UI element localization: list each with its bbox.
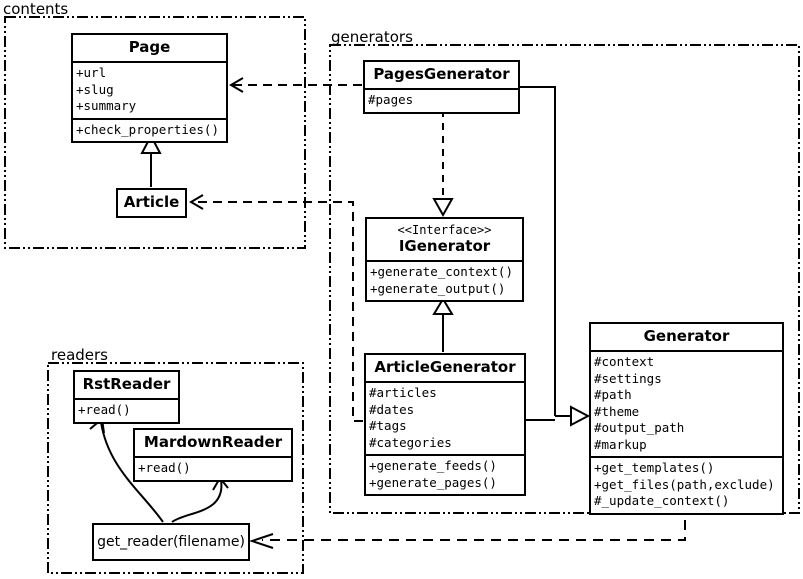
dependency-arrow-pagesgenerator-page xyxy=(229,77,362,93)
class-igenerator-header: <<Interface>> IGenerator xyxy=(367,219,522,260)
package-readers-frame xyxy=(47,362,304,574)
class-igenerator-stereotype: <<Interface>> xyxy=(397,223,492,237)
class-rstreader-title: RstReader xyxy=(82,375,171,393)
call-arrow-getreader-mardownreader xyxy=(171,476,229,523)
class-mardownreader-title: MardownReader xyxy=(143,433,283,451)
attr-row: +url xyxy=(76,65,107,80)
attr-row: #theme xyxy=(594,403,640,419)
method-row: +read() xyxy=(138,460,191,475)
class-rstreader-methods: +read() xyxy=(75,398,178,422)
method-row: +get_files(path,exclude) xyxy=(594,476,775,492)
package-contents-frame xyxy=(4,16,306,249)
class-igenerator-methods: +generate_context() +generate_output() xyxy=(367,260,522,300)
dependency-arrow-generator-getreader xyxy=(248,503,686,549)
attr-row: #settings xyxy=(594,370,662,386)
attr-row: #markup xyxy=(594,436,647,452)
attr-row: #context xyxy=(594,354,655,369)
dependency-arrow-articlegenerator-article xyxy=(189,194,363,422)
attr-row: #pages xyxy=(368,92,414,107)
attr-row: #articles xyxy=(369,385,437,400)
class-mardownreader-methods: +read() xyxy=(135,456,291,480)
package-generators-frame xyxy=(329,44,800,514)
class-generator-attributes: #context #settings #path #theme #output_… xyxy=(591,350,782,456)
class-page-title: Page xyxy=(128,38,171,56)
class-articlegenerator-title: ArticleGenerator xyxy=(374,358,516,376)
class-igenerator: <<Interface>> IGenerator +generate_conte… xyxy=(365,217,524,302)
method-row: +check_properties() xyxy=(76,121,219,137)
node-get-reader: get_reader(filename) xyxy=(92,523,250,561)
class-page-attributes: +url +slug +summary xyxy=(73,61,226,118)
class-mardownreader: MardownReader +read() xyxy=(133,428,293,482)
method-row: #_update_context() xyxy=(594,493,730,508)
method-row: +get_templates() xyxy=(594,460,715,475)
method-row: +generate_pages() xyxy=(369,474,497,490)
class-pagesgenerator-title: PagesGenerator xyxy=(373,65,510,83)
class-articlegenerator-methods: +generate_feeds() +generate_pages() xyxy=(366,454,524,494)
class-generator-methods: +get_templates() +get_files(path,exclude… xyxy=(591,456,782,513)
class-article: Article xyxy=(116,188,187,218)
class-articlegenerator-attributes: #articles #dates #tags #categories xyxy=(366,381,524,454)
class-pagesgenerator-attributes: #pages xyxy=(365,88,518,112)
class-igenerator-title: IGenerator xyxy=(398,237,491,255)
attr-row: #path xyxy=(594,387,632,402)
attr-row: #output_path xyxy=(594,420,685,435)
class-page: Page +url +slug +summary +check_properti… xyxy=(71,33,228,143)
class-pagesgenerator: PagesGenerator #pages xyxy=(363,60,520,114)
inheritance-arrow-articlegenerator-igenerator xyxy=(432,297,454,352)
method-row: +generate_context() xyxy=(370,264,513,279)
class-page-methods: +check_properties() xyxy=(73,117,226,142)
inheritance-arrow-generators-generator xyxy=(519,86,591,427)
class-articlegenerator: ArticleGenerator #articles #dates #tags … xyxy=(364,353,526,496)
attr-row: +slug xyxy=(76,81,114,97)
class-generator: Generator #context #settings #path #them… xyxy=(589,322,784,515)
realization-arrow-pagesgenerator-igenerator xyxy=(432,110,454,218)
method-row: +generate_output() xyxy=(370,280,506,296)
attr-row: #tags xyxy=(369,418,407,433)
method-row: +read() xyxy=(78,402,131,417)
method-row: +generate_feeds() xyxy=(369,458,497,473)
inheritance-arrow-article-page xyxy=(140,133,162,187)
attr-row: #dates xyxy=(369,401,415,417)
package-contents-label: contents xyxy=(3,0,69,18)
attr-row: +summary xyxy=(76,98,137,113)
package-readers-label: readers xyxy=(51,346,108,364)
class-article-title: Article xyxy=(123,193,180,211)
class-rstreader: RstReader +read() xyxy=(73,370,180,424)
class-generator-title: Generator xyxy=(643,327,730,345)
attr-row: #categories xyxy=(369,434,452,450)
package-generators-label: generators xyxy=(331,28,413,46)
